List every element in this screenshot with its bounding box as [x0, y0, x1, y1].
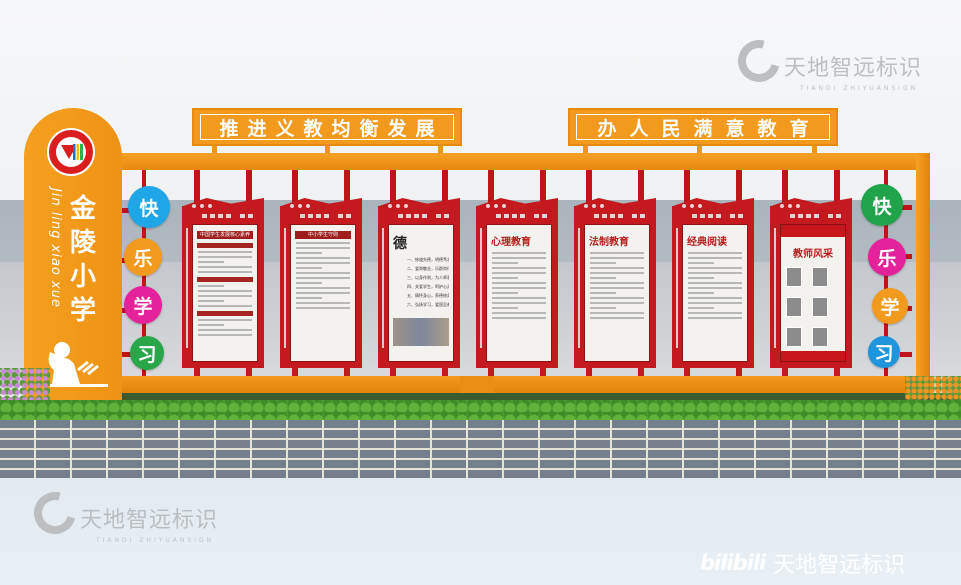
panel-screen: 法制教育 — [584, 224, 650, 362]
panel-dots — [486, 204, 506, 208]
panel-slots — [594, 214, 645, 218]
teacher-photo — [786, 297, 802, 317]
circle-kuai-right: 快 — [861, 184, 903, 226]
panel-cap — [574, 198, 656, 212]
bulletin-panel: 教师风采 — [770, 198, 852, 382]
bilibili-watermark: bilibili 天地智远标识 — [700, 551, 906, 578]
panel-side-bar — [284, 228, 286, 348]
panel-screen: 中小学生守则 — [290, 224, 356, 362]
panel-legs — [488, 368, 546, 382]
panel-side-bar — [774, 228, 776, 348]
panel-legs — [684, 368, 742, 382]
scholars-illustration — [393, 318, 449, 346]
vine-tick — [900, 254, 912, 259]
panel-dots — [290, 204, 310, 208]
panel-cap — [672, 198, 754, 212]
panel-side-bar — [480, 228, 482, 348]
vine-tick — [900, 352, 912, 357]
teacher-photo — [786, 327, 802, 347]
panel-side-bar — [186, 228, 188, 348]
circle-xue-right: 学 — [872, 288, 908, 324]
panel-dots — [682, 204, 702, 208]
frame-bottom-beam — [110, 376, 928, 393]
panel-legs — [390, 368, 448, 382]
panel-dots — [388, 204, 408, 208]
circle-xue-left: 学 — [124, 286, 162, 324]
panel-cap — [182, 198, 264, 212]
panel-cap — [770, 198, 852, 212]
stone-brick-wall — [0, 420, 961, 478]
panel-legs — [292, 368, 350, 382]
panel-cap — [378, 198, 460, 212]
brand-watermark-bottom: 天地智远标识 TIANDI ZHIYUANSIGN — [26, 484, 218, 544]
teacher-photo — [812, 327, 828, 347]
panel-screen: 中国学生发展核心素养 — [192, 224, 258, 362]
red-flower-banner — [781, 225, 845, 237]
panel-slots — [300, 214, 351, 218]
bulletin-panel: 德一、修道先德，明德笃志。二、爱岗敬业，乐群尚行。三、以身作则，为人师表。四、关… — [378, 198, 460, 382]
circle-xi-left: 习 — [130, 336, 164, 370]
panel-slots — [202, 214, 253, 218]
bulletin-panel: 经典阅读 — [672, 198, 754, 382]
vine-tick — [900, 205, 912, 210]
panel-side-bar — [676, 228, 678, 348]
ground-pavement — [0, 475, 961, 585]
school-logo-emblem — [56, 137, 86, 167]
bulletin-panel: 法制教育 — [574, 198, 656, 382]
brand-logo-icon — [26, 484, 84, 542]
school-pinyin: Jin ling xiao xue — [48, 188, 63, 308]
panel-dots — [192, 204, 212, 208]
bulletin-panel: 中国学生发展核心素养 — [182, 198, 264, 382]
bulletin-panel: 中小学生守则 — [280, 198, 362, 382]
teacher-photo — [812, 267, 828, 287]
red-ribbon — [781, 351, 845, 361]
school-logo-badge — [47, 128, 95, 176]
teacher-photo — [786, 267, 802, 287]
brand-watermark-top: 天地智远标识 TIANDI ZHIYUANSIGN — [730, 32, 922, 92]
panel-cap — [476, 198, 558, 212]
vine-tick — [122, 352, 134, 357]
panel-side-bar — [578, 228, 580, 348]
school-name: 金 陵 小 学 — [69, 194, 96, 326]
panel-dots — [780, 204, 800, 208]
reading-girl-silhouette-icon — [48, 342, 108, 387]
panel-slots — [692, 214, 743, 218]
panel-slots — [790, 214, 841, 218]
bulletin-panel: 心理教育 — [476, 198, 558, 382]
brand-logo-icon — [730, 32, 788, 90]
panel-screen: 教师风采 — [780, 224, 846, 362]
panel-slots — [496, 214, 547, 218]
panel-legs — [194, 368, 252, 382]
panel-side-bar — [382, 228, 384, 348]
panel-slots — [398, 214, 449, 218]
front-hedge — [0, 400, 961, 422]
panel-screen: 心理教育 — [486, 224, 552, 362]
signboard-right: 办人民满意教育 — [568, 108, 838, 146]
frame-top-beam — [110, 153, 928, 170]
teacher-photo — [812, 297, 828, 317]
panel-cap — [280, 198, 362, 212]
bilibili-logo-icon: bilibili — [700, 551, 766, 575]
panel-screen: 德一、修道先德，明德笃志。二、爱岗敬业，乐群尚行。三、以身作则，为人师表。四、关… — [388, 224, 454, 362]
panel-legs — [586, 368, 644, 382]
panel-legs — [782, 368, 840, 382]
panel-dots — [584, 204, 604, 208]
circle-kuai-left: 快 — [128, 186, 170, 228]
circle-le-left: 乐 — [124, 238, 162, 276]
circle-le-right: 乐 — [868, 238, 906, 276]
signboard-right-text: 办人民满意教育 — [576, 114, 830, 140]
circle-xi-right: 习 — [868, 336, 900, 368]
signboard-left-text: 推进义教均衡发展 — [200, 114, 454, 140]
panel-screen: 经典阅读 — [682, 224, 748, 362]
signboard-left: 推进义教均衡发展 — [192, 108, 462, 146]
frame-right-post — [916, 153, 930, 393]
